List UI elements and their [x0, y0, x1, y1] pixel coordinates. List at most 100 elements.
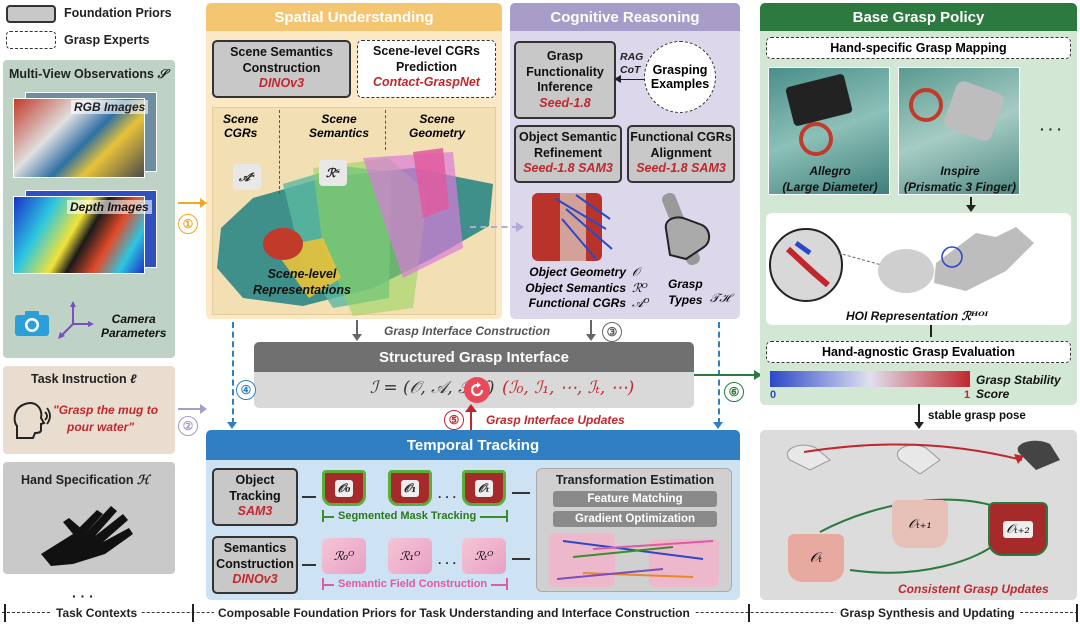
score-colorbar [770, 371, 970, 387]
transformation-panel: Transformation Estimation Feature Matchi… [536, 468, 732, 592]
score-min: 0 [770, 389, 777, 401]
mapping-down-arrow [970, 197, 972, 207]
allegro-gripper [785, 73, 853, 127]
legend: Foundation Priors Grasp Experts [4, 3, 194, 53]
legend-foundation-swatch [6, 5, 56, 23]
matching-visual [549, 533, 719, 587]
refresh-icon[interactable] [464, 377, 490, 403]
step-6-arrow [694, 374, 756, 376]
bottom-task-contexts: Task Contexts [52, 606, 142, 620]
mug-synth-t: 𝒪ₜ [788, 534, 844, 582]
field-0: ℛ₀ᴼ [322, 538, 366, 574]
camera-icon [15, 311, 49, 336]
field-label: Semantic Field Construction [334, 578, 492, 590]
interface-updates-label: Grasp Interface Updates [486, 413, 625, 427]
step-6-arrowhead [754, 370, 762, 380]
to-te-arrow-1 [512, 492, 530, 494]
interface-sequence: (ℐ₀, ℐ₁, ⋯, ℐₜ, ⋯) [502, 378, 635, 398]
spatial-title: Spatial Understanding [206, 3, 502, 31]
hand-title: Hand Specification ℋ [21, 473, 150, 487]
scene-semantics-symbol: ℛˢ [319, 160, 347, 186]
field-1: ℛ₁ᴼ [388, 538, 432, 574]
field-dots: · · · [438, 556, 457, 570]
field-bracket-left [322, 578, 324, 590]
mug-dots: · · · [438, 490, 457, 504]
task-title: Task Instruction ℓ [31, 372, 137, 386]
score-max: 1 [964, 389, 971, 401]
construction-arrowhead-left [352, 334, 362, 341]
step-4-head-right [713, 422, 723, 429]
step-4-line-right [718, 322, 720, 424]
te-title: Transformation Estimation [555, 473, 715, 487]
to-te-arrow-2 [512, 558, 530, 560]
allegro-label: Allegro(Large Diameter) [782, 164, 878, 194]
hoi-label: HOI Representation ℛᴴᴼᴵ [846, 309, 989, 323]
legend-experts-label: Grasp Experts [64, 33, 150, 47]
consistent-label: Consistent Grasp Updates [898, 582, 1049, 596]
col-divider-1 [279, 110, 280, 194]
bottom-composable: Composable Foundation Priors for Task Un… [214, 606, 694, 620]
bottom-synthesis: Grasp Synthesis and Updating [836, 606, 1019, 620]
gradient-opt-pill: Gradient Optimization [553, 511, 717, 527]
stable-arrowhead [914, 422, 924, 429]
base-policy-panel: Base Grasp Policy Hand-specific Grasp Ma… [760, 3, 1077, 405]
bottom-tick-3 [748, 604, 750, 622]
base-policy-title: Base Grasp Policy [760, 3, 1077, 31]
mapping-label-box: Hand-specific Grasp Mapping [766, 37, 1071, 59]
grasp-types-symbol: 𝒯ℋ [710, 291, 731, 305]
seg-bracket-right [506, 510, 508, 522]
update-arrow [470, 408, 472, 432]
field-t: ℛₜᴼ [462, 538, 506, 574]
grasp-hand-icon [662, 192, 710, 266]
bottom-tick-1 [4, 604, 6, 622]
structured-interface-body: ℐ = (𝒪, 𝒜, 𝒯ℋ) (ℐ₀, ℐ₁, ⋯, ℐₜ, ⋯) [254, 372, 694, 408]
step-4-head-left [227, 422, 237, 429]
rag-arrow-head [614, 75, 621, 83]
hand-panel: Hand Specification ℋ [3, 462, 175, 574]
rag-arrow [618, 79, 648, 80]
left-ellipsis: · · · [72, 588, 94, 604]
mug-0: 𝒪₀ [322, 470, 366, 506]
interface-construction-label: Grasp Interface Construction [384, 324, 551, 338]
hands-ellipsis: · · · [1040, 121, 1062, 137]
feature-matching-pill: Feature Matching [553, 491, 717, 507]
construction-arrow-left [356, 320, 358, 336]
inspire-mug [909, 88, 943, 122]
mug-t: 𝒪ₜ [462, 470, 506, 506]
score-label: Grasp Stability Score [976, 373, 1061, 401]
mug-synth-t1: 𝒪ₜ₊₁ [892, 500, 948, 548]
update-arrowhead [465, 404, 477, 412]
construction-arrow-right [590, 320, 592, 336]
step-2-arrow [178, 408, 202, 410]
multi-view-panel: Multi-View Observations 𝒮 RGB Images Dep… [3, 60, 175, 358]
step-4-marker: ④ [236, 380, 256, 400]
stable-arrow [918, 404, 920, 424]
field-bracket-right [506, 578, 508, 590]
track-arrow-1 [302, 496, 316, 498]
step-1-arrowhead [200, 198, 207, 208]
hand-icon [41, 506, 133, 566]
hoi-down-arrow [930, 325, 932, 337]
inspire-hand [941, 78, 1007, 144]
bottom-tick-4 [1076, 604, 1078, 622]
inspire-image: Inspire(Prismatic 3 Finger) [898, 67, 1020, 195]
grasp-synthesis-panel: 𝒪ₜ 𝒪ₜ₊₁ 𝒪ₜ₊₂ Consistent Grasp Updates [760, 430, 1077, 600]
speaking-head-icon [13, 402, 51, 439]
step-1-arrow [178, 202, 202, 204]
